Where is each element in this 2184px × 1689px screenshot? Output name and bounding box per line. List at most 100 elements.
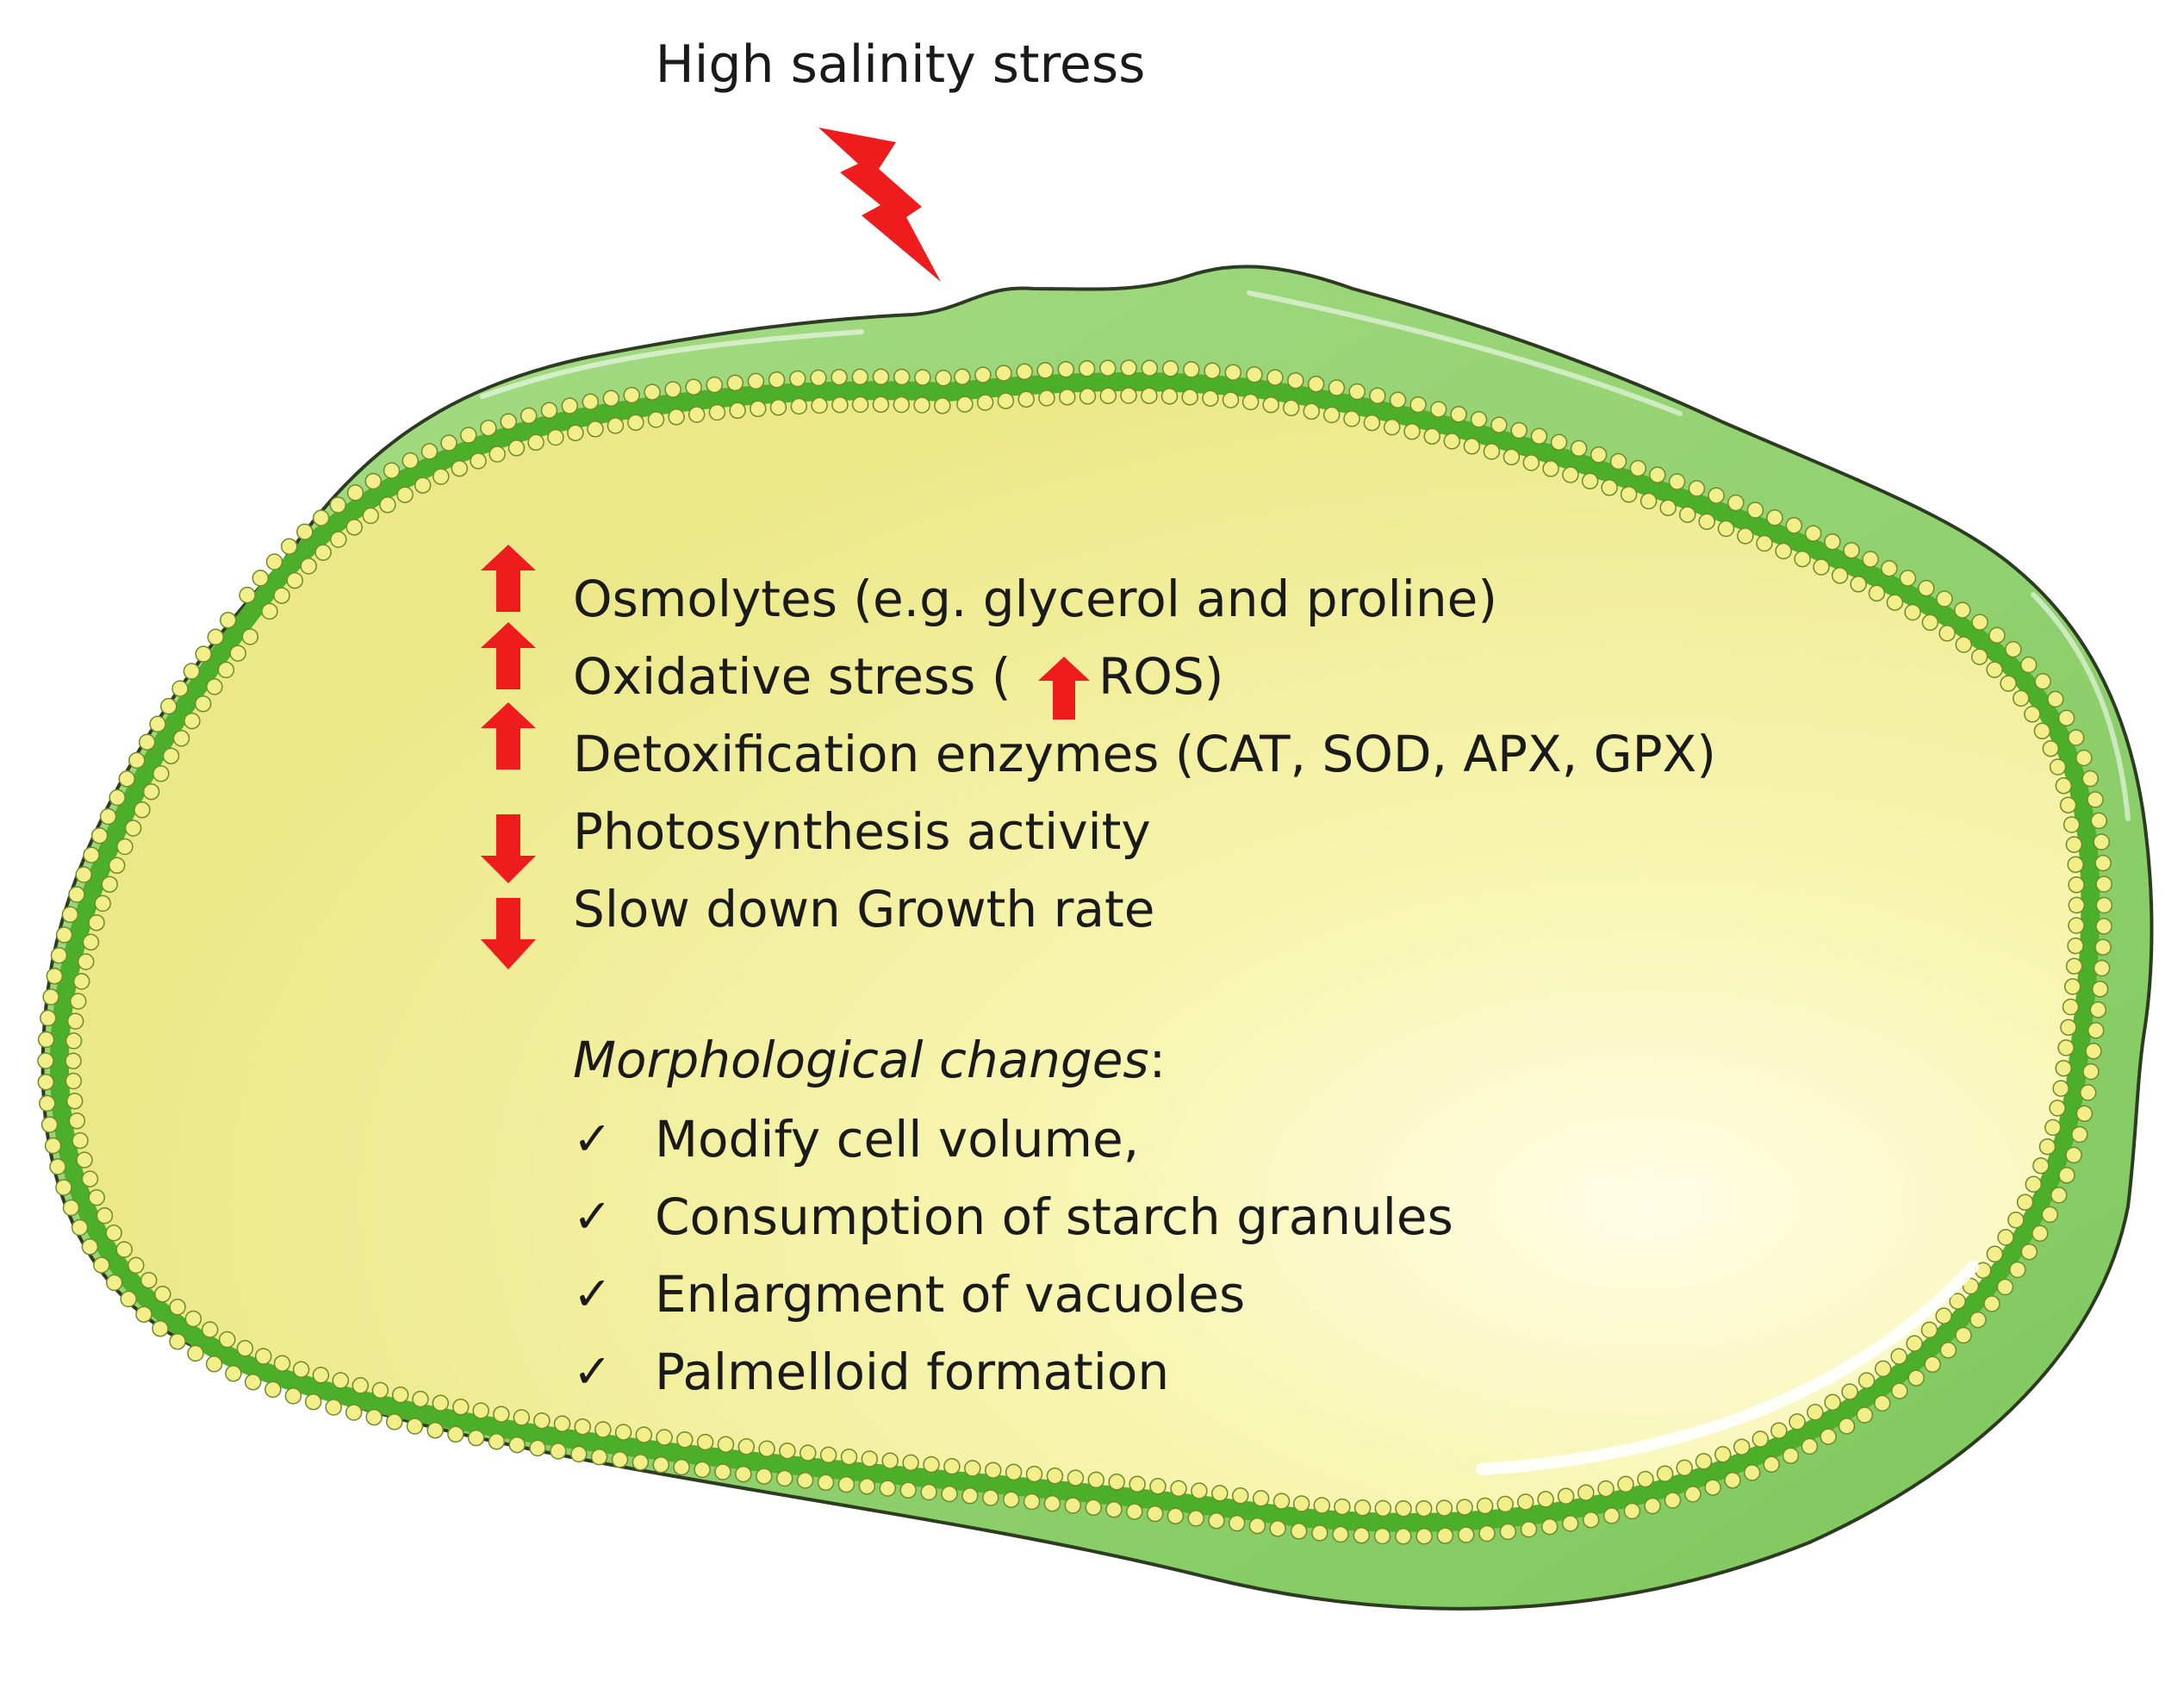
membrane-bead [567,424,584,442]
membrane-bead [1644,1497,1661,1515]
membrane-bead [1949,1293,1966,1310]
membrane-bead [1478,1524,1496,1543]
membrane-bead [708,403,726,421]
membrane-bead [1322,406,1341,424]
membrane-bead [1704,1479,1721,1496]
membrane-bead [1746,502,1764,519]
membrane-bead [1996,1278,2014,1296]
morphology-item: ✓ Palmelloid formation [573,1343,1169,1401]
membrane-bead [976,394,994,411]
membrane-bead [2067,937,2084,955]
membrane-bead [796,1472,814,1489]
diagram-title: High salinity stress [656,34,1146,95]
membrane-bead [420,443,439,460]
membrane-bead [688,406,706,423]
membrane-bead [1241,393,1260,411]
membrane-bead [982,1489,999,1506]
membrane-bead [488,446,506,463]
membrane-bead [935,370,952,387]
membrane-bead [632,1454,650,1471]
membrane-bead [480,419,497,437]
membrane-bead [1656,1465,1674,1483]
membrane-bead [2020,1243,2038,1261]
membrane-bead [1129,1475,1146,1493]
membrane-bead [154,1286,171,1303]
membrane-bead [1708,487,1725,504]
membrane-bead [1146,1505,1164,1523]
membrane-bead [82,933,100,951]
membrane-bead [1002,1491,1020,1508]
membrane-bead [1038,390,1055,407]
membrane-bead [1542,460,1559,477]
membrane-bead [432,468,450,485]
membrane-bead [696,1433,714,1451]
membrane-bead [1108,1474,1125,1491]
membrane-bead [292,1361,310,1379]
membrane-bead [194,695,212,713]
membrane-bead [1609,452,1627,471]
membrane-bead [1763,1455,1780,1474]
membrane-bead [1204,362,1221,380]
membrane-bead [790,397,808,415]
membrane-bead [312,509,330,527]
membrane-bead [2085,1043,2102,1060]
membrane-bead [2068,896,2086,914]
membrane-bead [974,366,992,383]
membrane-bead [447,1425,464,1443]
membrane-bead [169,1332,186,1350]
membrane-bead [1899,570,1917,587]
membrane-bead [964,1460,981,1477]
membrane-bead [2071,1125,2088,1144]
membrane-bead [714,1463,731,1480]
membrane-bead [984,1462,1002,1479]
membrane-bead [879,1480,897,1497]
effect-text: Osmolytes (e.g. glycerol and proline) [573,570,1497,628]
membrane-bead [1348,383,1366,401]
membrane-bead [71,1218,89,1237]
membrane-bead [1046,1468,1064,1485]
arrow-up-icon [1038,657,1090,720]
membrane-bead [1416,1527,1433,1545]
membrane-bead [2065,957,2083,975]
membrane-bead [602,390,620,408]
membrane-bead [779,1442,796,1460]
membrane-bead [1262,396,1279,414]
membrane-bead [451,459,469,477]
arrow-up-icon [481,702,536,770]
membrane-bead [1369,387,1386,405]
effect-text-after: ROS) [1098,647,1223,706]
membrane-bead [1141,359,1159,377]
membrane-bead [1737,527,1754,545]
membrane-bead [1287,371,1304,390]
membrane-bead [426,1421,444,1439]
membrane-bead [533,1412,551,1430]
membrane-bead [1085,1499,1102,1517]
membrane-bead [2032,1156,2050,1175]
membrane-bead [2075,749,2093,767]
membrane-bead [1456,1499,1473,1516]
membrane-bead [2091,980,2109,998]
membrane-bead [851,368,869,386]
membrane-bead [1025,1465,1043,1483]
membrane-bead [2019,656,2038,674]
membrane-bead [1120,387,1137,404]
membrane-bead [264,1380,282,1399]
membrane-bead [2055,777,2073,795]
membrane-bead [2050,1187,2068,1204]
membrane-bead [2057,1039,2075,1056]
membrane-bead [412,1390,429,1408]
membrane-bead [467,1429,485,1447]
membrane-bead [88,1188,105,1206]
membrane-bead [195,645,212,663]
membrane-bead [1557,1487,1575,1505]
membrane-bead [902,1454,919,1472]
membrane-bead [2090,812,2107,830]
membrane-bead [1269,1520,1286,1537]
membrane-bead [1698,513,1715,530]
membrane-bead [737,1438,756,1455]
membrane-bead [2047,690,2064,708]
membrane-bead [401,452,420,470]
membrane-bead [1332,1525,1349,1543]
membrane-bead [1064,1497,1082,1514]
membrane-bead [134,801,151,819]
